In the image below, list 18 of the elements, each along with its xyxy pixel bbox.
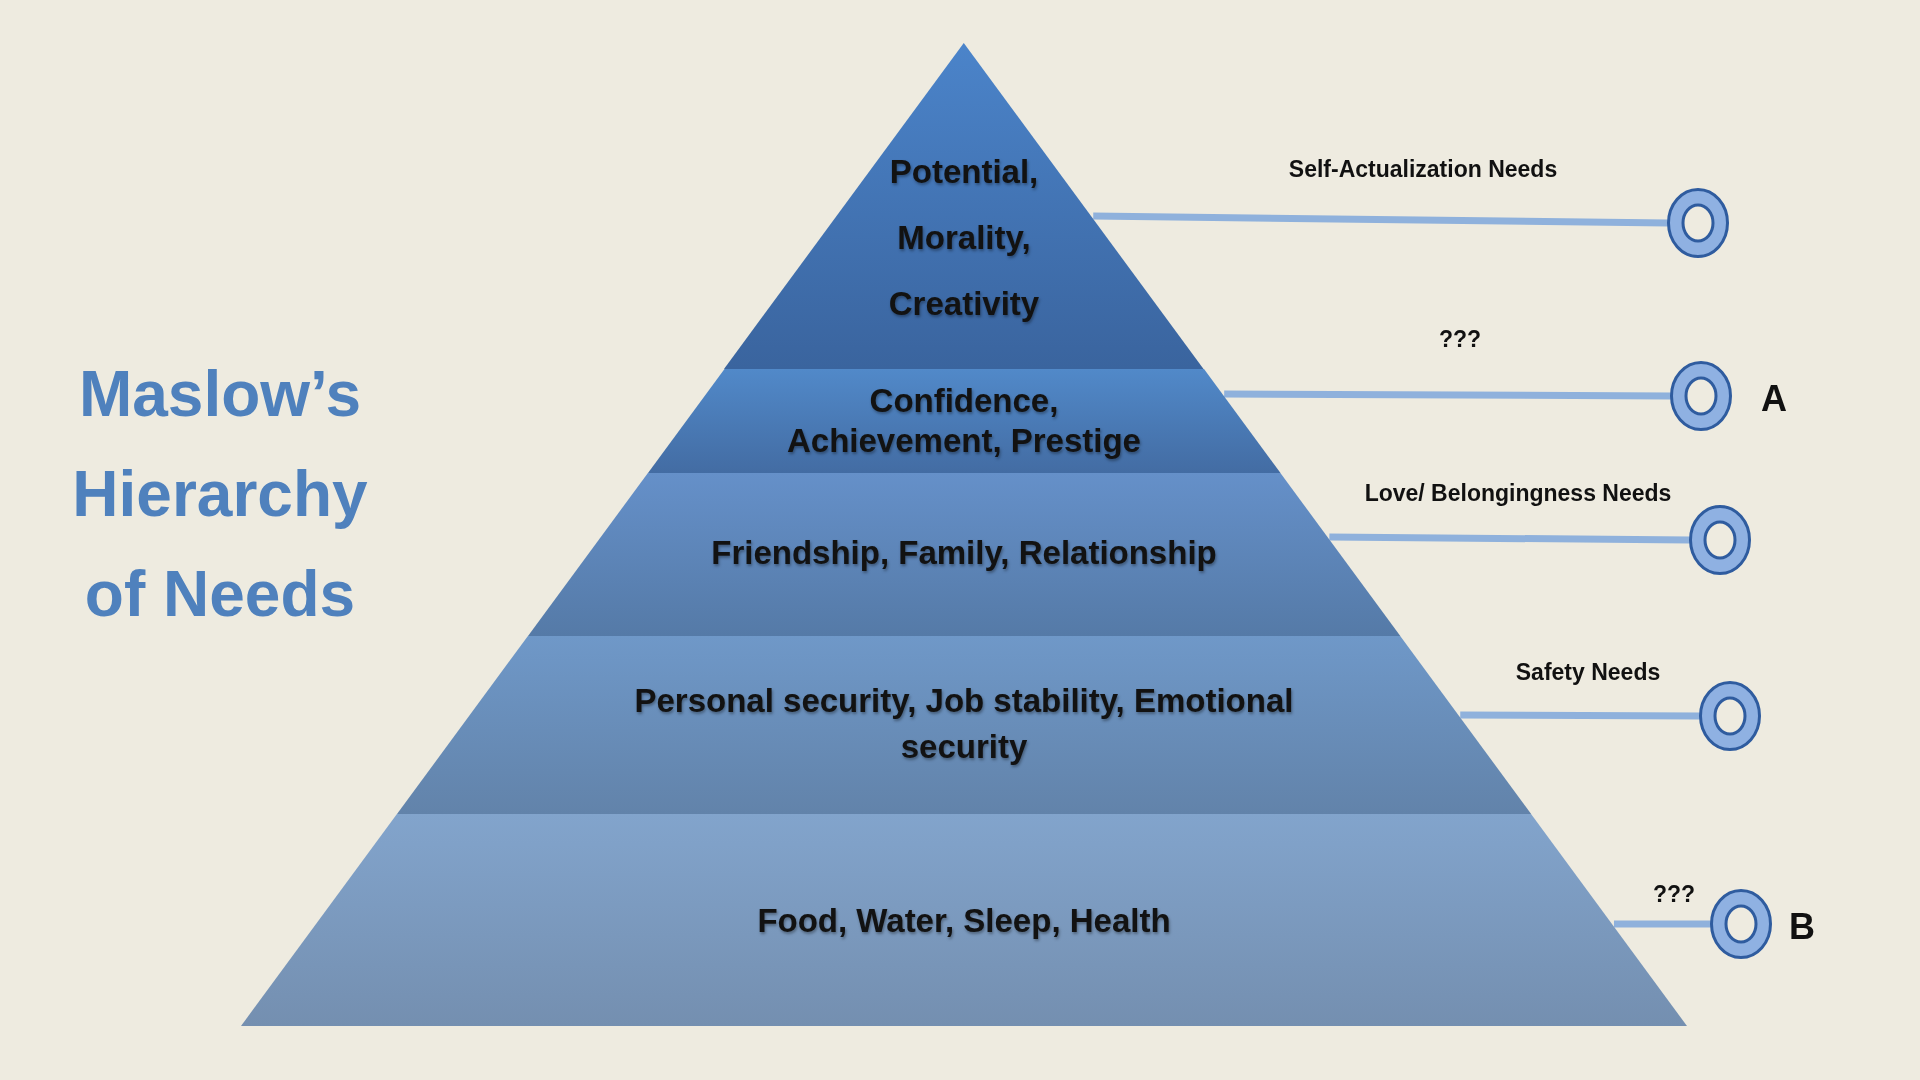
leader-line (1614, 920, 1711, 928)
leader-line (1093, 212, 1669, 227)
marker-letter: A (1761, 379, 1787, 419)
leader-line (1460, 711, 1700, 720)
leader-line (1329, 533, 1691, 544)
edge-label: Love/ Belongingness Needs (1364, 479, 1672, 507)
edge-label: Self-Actualization Needs (1288, 155, 1558, 183)
tier-text: Friendship, Family, Relationship (710, 533, 1218, 573)
leader-line (1224, 390, 1671, 400)
tier-text: Potential, Morality, Creativity (887, 152, 1041, 324)
marker-letter: B (1789, 907, 1815, 947)
edge-label: Safety Needs (1515, 658, 1661, 686)
tier-text: Confidence, Achievement, Prestige (786, 381, 1142, 461)
tier-text: Personal security, Job stability, Emotional security (633, 681, 1295, 767)
title: Maslow’s Hierarchy of Needs (71, 357, 369, 632)
edge-label: ??? (1652, 880, 1696, 908)
edge-label: ??? (1438, 325, 1482, 353)
tier-text: Food, Water, Sleep, Health (756, 901, 1172, 941)
